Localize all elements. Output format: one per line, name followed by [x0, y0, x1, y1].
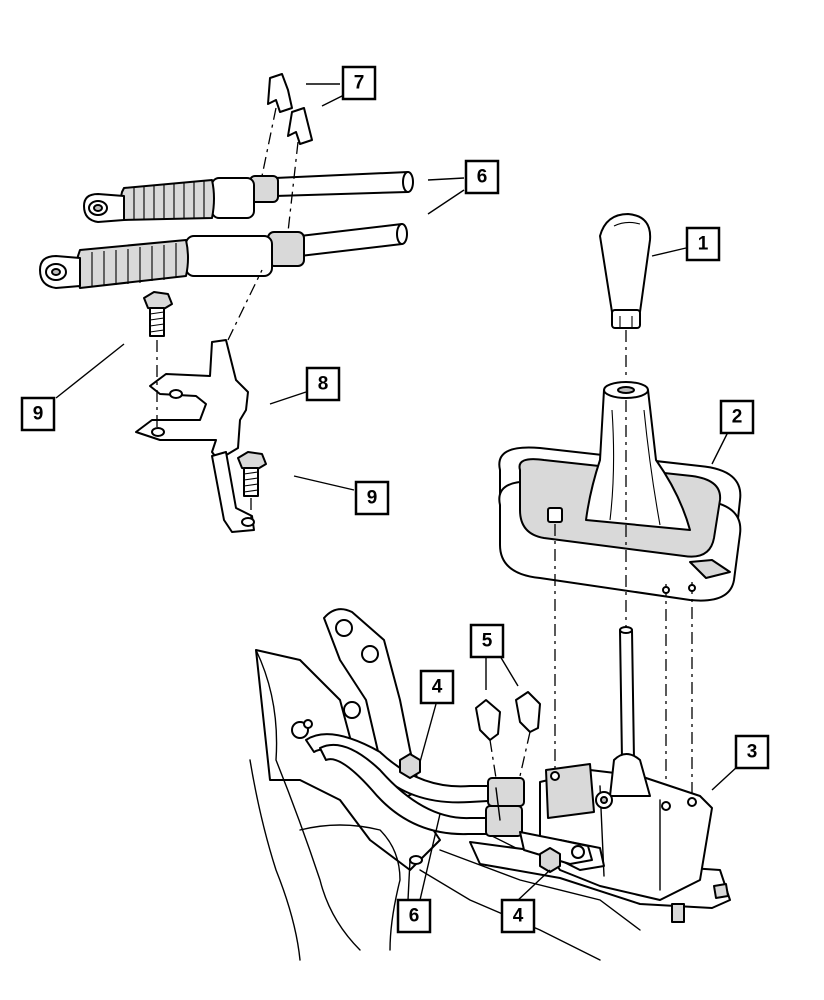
callout-3-label: 3 [747, 742, 758, 763]
callout-9-left-label: 9 [33, 404, 44, 425]
callout-6-lower: 6 [396, 898, 432, 934]
shift-knob [599, 213, 652, 380]
shift-cable-lower [39, 223, 408, 289]
cable-clips-installed [475, 691, 541, 779]
installed-cables [305, 733, 593, 865]
callout-5-label: 5 [482, 631, 493, 652]
callout-8-label: 8 [318, 374, 329, 395]
retainer-clips [261, 73, 313, 233]
callout-2-label: 2 [732, 407, 743, 428]
callout-4-upper-label: 4 [432, 677, 443, 698]
cable-assembly-upper [39, 73, 414, 533]
bracket-bolt-lower [237, 451, 267, 520]
cable-bracket [135, 269, 263, 533]
callout-9-right: 9 [354, 480, 390, 516]
callout-4-lower-label: 4 [513, 906, 524, 927]
callout-6-lower-label: 6 [409, 906, 420, 927]
shift-boot [498, 381, 742, 800]
callout-2: 2 [719, 399, 755, 435]
callout-7-label: 7 [354, 73, 365, 94]
callout-4-lower: 4 [500, 898, 536, 934]
callout-1-label: 1 [698, 234, 709, 255]
callout-8: 8 [305, 366, 341, 402]
bracket-bolt-upper [143, 291, 173, 430]
callout-1: 1 [685, 226, 721, 262]
nuts [399, 753, 561, 873]
callout-4-upper: 4 [419, 669, 455, 705]
callout-3: 3 [734, 734, 770, 770]
callout-9-right-label: 9 [367, 488, 378, 509]
callout-9-left: 9 [20, 396, 56, 432]
leader-lines [55, 83, 739, 903]
callout-6-upper-label: 6 [477, 167, 488, 188]
callout-6-upper: 6 [464, 159, 500, 195]
callout-7: 7 [341, 65, 377, 101]
callout-5: 5 [469, 623, 505, 659]
shift-cable-upper [83, 171, 414, 223]
